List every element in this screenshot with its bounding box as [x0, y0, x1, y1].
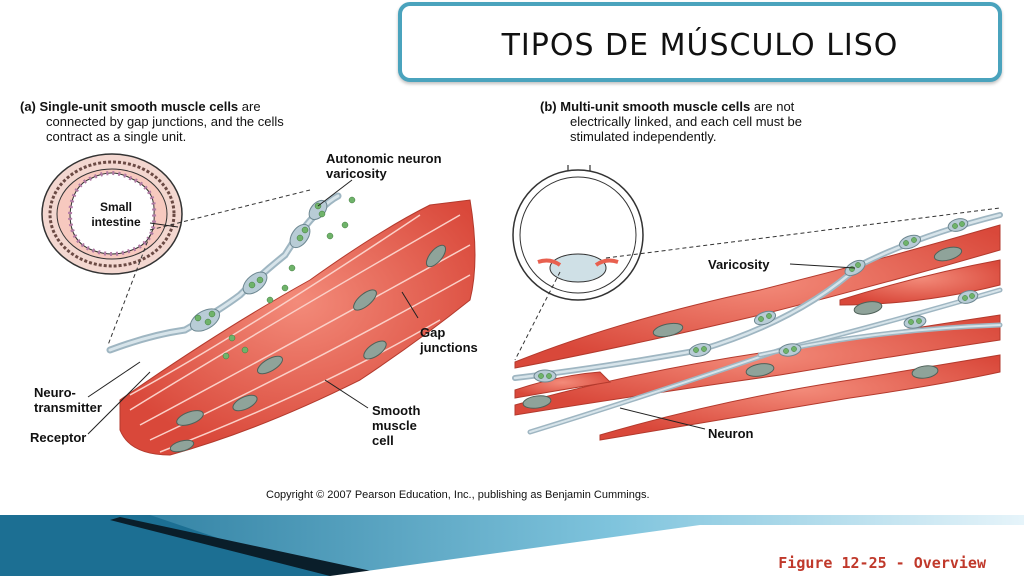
- panel-b-caption-rest: are not: [750, 99, 795, 114]
- panel-a-caption-rest: are: [238, 99, 261, 114]
- panel-a-caption-line2: connected by gap junctions, and the cell…: [46, 114, 284, 129]
- panel-b-caption-bold: Multi-unit smooth muscle cells: [560, 99, 751, 114]
- label-smooth-line1: Smooth: [372, 403, 421, 418]
- panel-a-caption-line3: contract as a single unit.: [46, 129, 187, 144]
- autonomic-neuron: [106, 192, 356, 360]
- label-receptor: Receptor: [30, 430, 87, 445]
- label-neuron: Neuron: [708, 426, 754, 441]
- single-unit-muscle-bundle: [119, 199, 476, 456]
- label-autonomic-neuron: Autonomic neuron varicosity: [326, 151, 442, 181]
- label-smooth-line2: muscle: [372, 418, 417, 433]
- copyright-text: Copyright © 2007 Pearson Education, Inc.…: [266, 489, 650, 501]
- label-small-intestine-line1: Small: [99, 200, 132, 214]
- panel-a-caption: (a) Single-unit smooth muscle cells are …: [20, 99, 420, 144]
- eye-illustration: [512, 165, 644, 301]
- panel-b-caption-line3: stimulated independently.: [570, 129, 717, 144]
- panel-a-caption-bold: Single-unit smooth muscle cells: [39, 99, 239, 114]
- label-neuro-line1: Neuro-: [34, 385, 76, 400]
- label-smooth-muscle-cell: Smooth muscle cell: [372, 403, 420, 448]
- panel-b-caption: (b) Multi-unit smooth muscle cells are n…: [540, 99, 960, 144]
- label-gap-junctions: Gap junctions: [420, 325, 478, 355]
- multi-unit-muscle-cells: [514, 224, 1001, 441]
- footer-decoration: [0, 515, 1024, 576]
- label-small-intestine: Small intestine: [86, 200, 146, 230]
- slide-title: TIPOS DE MÚSCULO LISO: [501, 28, 899, 63]
- label-autonomic-line1: Autonomic neuron: [326, 151, 442, 166]
- label-neuro-line2: transmitter: [34, 400, 102, 415]
- label-smooth-line3: cell: [372, 433, 394, 448]
- small-intestine-illustration: [41, 153, 183, 275]
- label-gap-line2: junctions: [420, 340, 478, 355]
- figure-reference: Figure 12-25 - Overview: [778, 554, 986, 572]
- label-neurotransmitter: Neuro- transmitter: [34, 385, 102, 415]
- label-gap-line1: Gap: [420, 325, 446, 340]
- panel-b-caption-line2: electrically linked, and each cell must …: [570, 114, 802, 129]
- slide-title-box: TIPOS DE MÚSCULO LISO: [398, 2, 1002, 82]
- label-varicosity: Varicosity: [708, 257, 770, 272]
- label-small-intestine-line2: intestine: [91, 215, 141, 229]
- label-autonomic-line2: varicosity: [326, 166, 387, 181]
- panel-b-label: (b): [540, 99, 557, 114]
- panel-a-label: (a): [20, 99, 36, 114]
